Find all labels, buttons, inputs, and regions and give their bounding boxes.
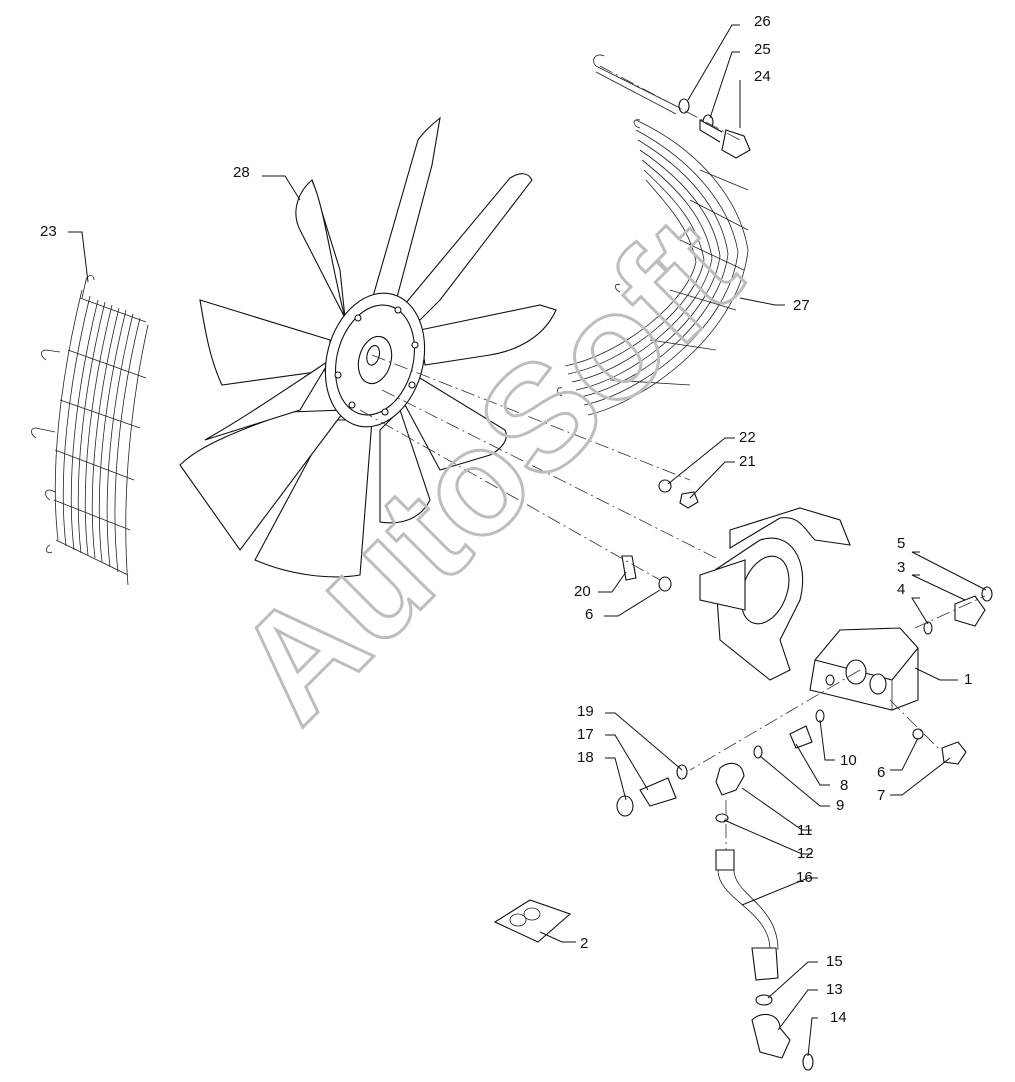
callout-26: 26 [754, 13, 771, 30]
left-wire-guard [31, 275, 149, 586]
callout-16: 16 [796, 869, 813, 886]
fan-blade-assembly [179, 116, 557, 578]
small-fittings [616, 479, 993, 823]
callout-11: 11 [797, 822, 813, 839]
callout-12: 12 [797, 845, 814, 862]
callout-23: 23 [40, 223, 57, 240]
callout-14: 14 [830, 1009, 847, 1026]
callout-19: 19 [577, 703, 594, 720]
callout-17: 17 [577, 726, 594, 743]
callout-28: 28 [233, 164, 250, 181]
callout-22: 22 [739, 429, 756, 446]
callout-13: 13 [826, 981, 843, 998]
callout-6a: 6 [585, 606, 593, 623]
callout-15: 15 [826, 953, 843, 970]
callout-10: 10 [840, 752, 857, 769]
callout-1: 1 [964, 671, 972, 688]
callout-24: 24 [754, 68, 771, 85]
callout-2: 2 [580, 935, 588, 952]
callout-20: 20 [574, 583, 591, 600]
callout-25: 25 [754, 41, 771, 58]
callout-4: 4 [897, 581, 905, 598]
callout-5: 5 [897, 535, 905, 552]
guard-bolt-washers [678, 98, 751, 159]
callout-18: 18 [577, 749, 594, 766]
alignment-lines [359, 65, 986, 850]
hydraulic-motor-housing [809, 627, 919, 711]
callout-3: 3 [897, 559, 905, 576]
right-wire-guard [557, 54, 749, 416]
parts-tag [493, 899, 572, 943]
leader-lines [68, 24, 987, 1057]
hydraulic-hose [715, 849, 814, 1071]
callout-7: 7 [877, 787, 885, 804]
mounting-bracket [699, 507, 851, 681]
callout-9: 9 [836, 797, 844, 814]
callout-6b: 6 [877, 764, 885, 781]
callout-8: 8 [840, 777, 848, 794]
callout-21: 21 [739, 453, 756, 470]
callout-27: 27 [793, 297, 810, 314]
callout-labels: 1 2 3 4 5 6 6 7 8 9 10 11 12 13 14 15 16… [40, 13, 972, 1026]
